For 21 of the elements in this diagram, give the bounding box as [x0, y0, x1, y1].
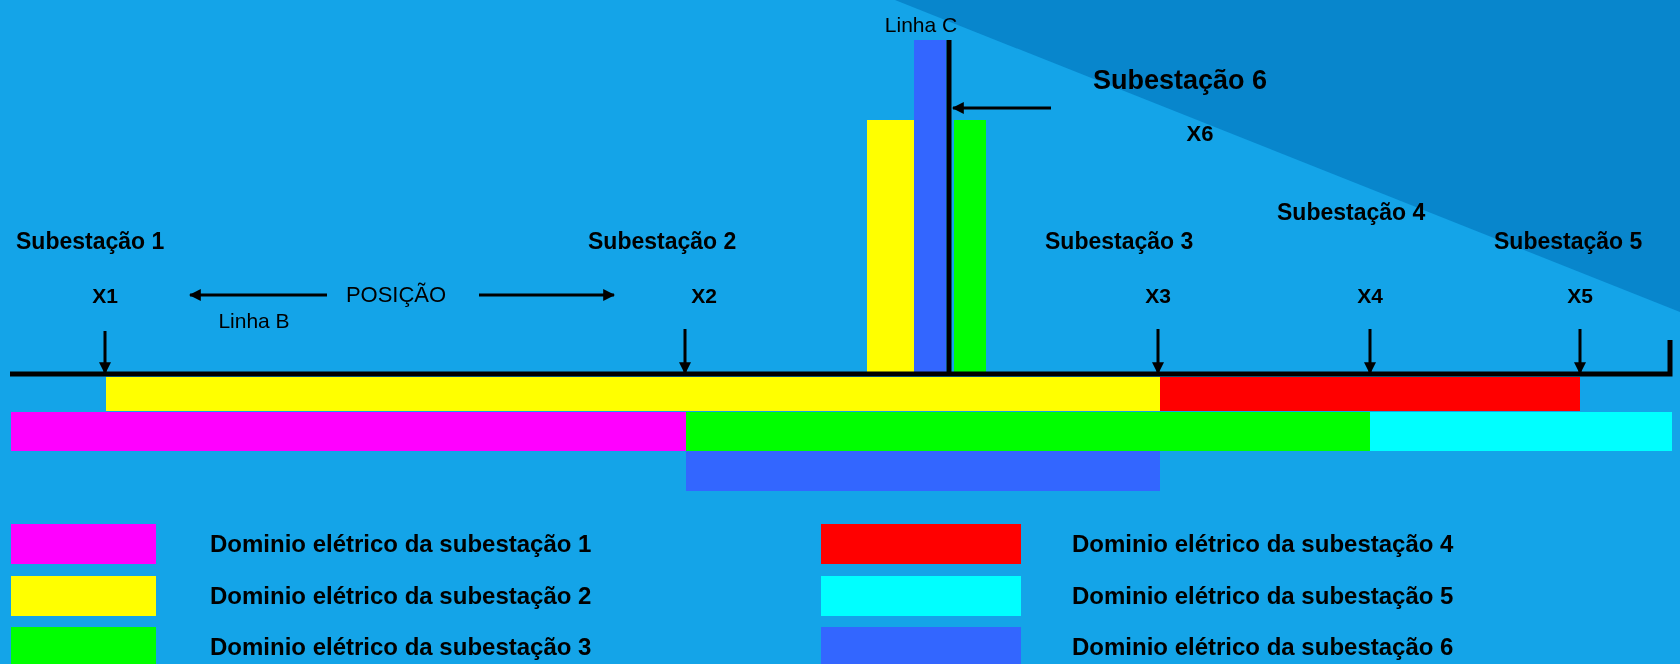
legend-label: Dominio elétrico da subestação 2 [210, 584, 592, 608]
substation-label: Subestação 2 [588, 229, 737, 253]
position-label: X1 [92, 284, 118, 306]
position-label: X5 [1567, 284, 1593, 306]
axis-label: POSIÇÃO [345, 284, 447, 306]
line-label: Linha C [884, 13, 958, 35]
substation-label: Subestação 4 [1277, 200, 1426, 224]
legend-label: Dominio elétrico da subestação 3 [210, 635, 592, 659]
line-label: Linha B [218, 309, 290, 331]
legend-label: Dominio elétrico da subestação 5 [1072, 584, 1454, 608]
position-label: X2 [691, 284, 717, 306]
substation-label: Subestação 6 [1093, 66, 1268, 94]
position-label: X3 [1145, 284, 1171, 306]
legend-label: Dominio elétrico da subestação 6 [1072, 635, 1454, 659]
substation-label: Subestação 5 [1494, 229, 1643, 253]
legend-label: Dominio elétrico da subestação 1 [210, 532, 592, 556]
position-label: X6 [1186, 123, 1214, 145]
substation-label: Subestação 3 [1045, 229, 1194, 253]
substation-label: Subestação 1 [16, 229, 165, 253]
legend-label: Dominio elétrico da subestação 4 [1072, 532, 1454, 556]
position-label: X4 [1357, 284, 1383, 306]
